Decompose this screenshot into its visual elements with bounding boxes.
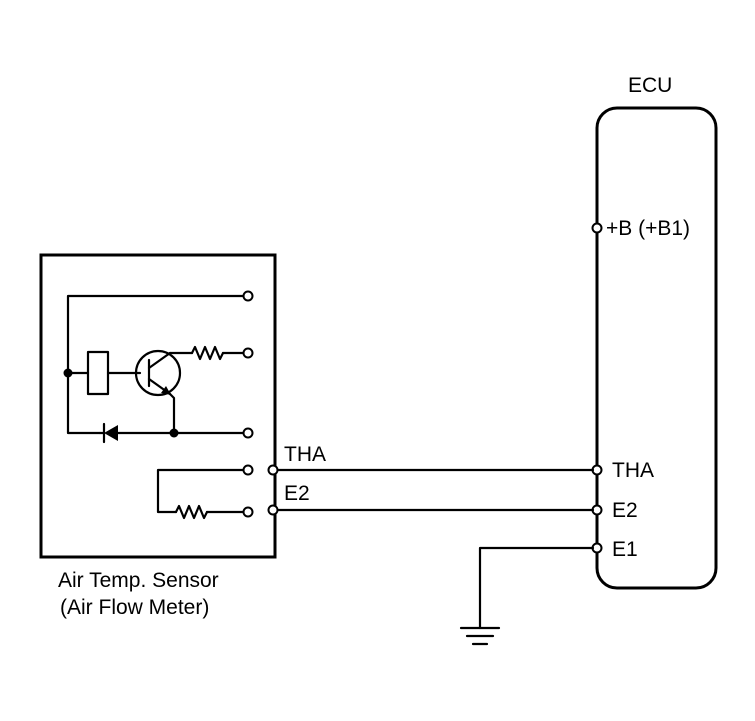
harness (275, 468, 595, 512)
ecu-block: ECU +B (+B1) THA E2 E1 (591, 74, 718, 590)
transistor-emitter-arrow (161, 386, 171, 395)
air-flow-meter-outline (39, 253, 277, 559)
ecu-outline (595, 106, 718, 590)
sensor-caption-line1: Air Temp. Sensor (58, 569, 219, 592)
sensor-tha-wire (156, 468, 245, 514)
top-internal-wire (66, 294, 247, 435)
connector-pin-1 (242, 290, 254, 302)
e1-ground-wire (478, 546, 595, 630)
connector-pin-tha-inner (242, 464, 254, 476)
junction-dot-diode (169, 428, 179, 438)
ecu-terminal-e1-label: E1 (612, 538, 638, 561)
junction-dot-coil (63, 368, 73, 378)
ecu-title: ECU (628, 74, 672, 97)
collector-resistor-symbol (190, 345, 225, 361)
diode-symbol (104, 425, 118, 441)
connector-pin-tha (267, 464, 279, 476)
thermistor-resistor-symbol (174, 504, 209, 520)
ecu-terminal-e2-label: E2 (612, 499, 638, 522)
sensor-e2-label: E2 (284, 482, 310, 505)
connector-pin-e2-inner (242, 506, 254, 518)
ecu-terminal-tha-label: THA (612, 459, 654, 482)
relay-coil-symbol (86, 350, 110, 396)
air-flow-meter-block: THA E2 Air Temp. Sensor (Air Flow Meter) (39, 253, 326, 619)
connector-pin-3 (242, 427, 254, 439)
ecu-terminal-b (591, 222, 603, 234)
connector-pin-e2 (267, 504, 279, 516)
connector-pin-2 (242, 347, 254, 359)
transistor-collector-lead (147, 351, 172, 370)
sensor-caption-line2: (Air Flow Meter) (60, 596, 209, 619)
ecu-terminal-b-label: +B (+B1) (606, 217, 690, 240)
transistor-symbol (134, 349, 182, 397)
ground-connection (459, 546, 595, 646)
emitter-wire (168, 392, 176, 435)
sensor-tha-label: THA (284, 443, 326, 466)
